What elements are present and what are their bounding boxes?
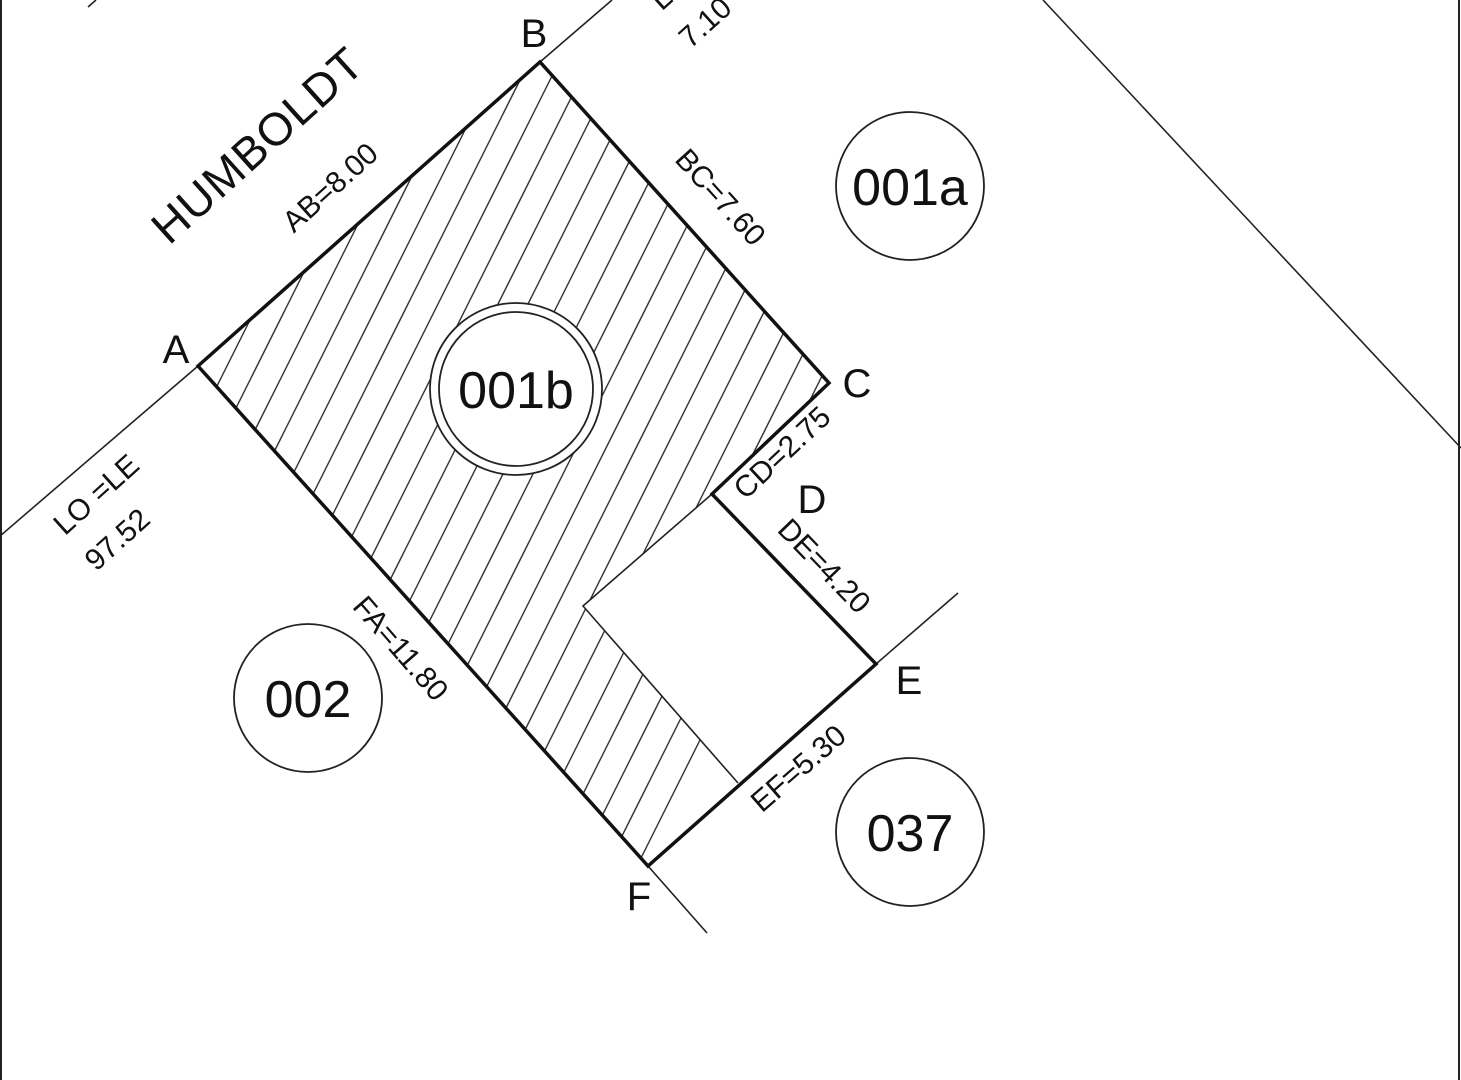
vertex-label-e: E (896, 659, 923, 703)
vertex-label-d: D (798, 478, 827, 522)
parcel-label-main: 001b (458, 362, 574, 420)
property-line-east-extension (875, 592, 959, 665)
street-name-label: HUMBOLDT (141, 37, 374, 254)
dimension-ab: AB=8.00 (277, 137, 385, 239)
hatch-line (198, 62, 381, 866)
parcel-boundary (195, 59, 879, 869)
vertex-label-a: A (163, 328, 190, 372)
vertex-label-c: C (843, 362, 872, 406)
property-line-south-extension (647, 865, 708, 934)
vertex-label-b: B (521, 12, 548, 56)
parcel-001a-circle (835, 111, 985, 261)
top-left-tick (87, 0, 97, 8)
street-line-southwest (0, 365, 199, 537)
parcel-label-south: 037 (867, 805, 954, 863)
hatch-line (299, 62, 801, 866)
street-line-northeast (539, 0, 613, 63)
hatch-line (359, 62, 829, 866)
hatch-line (198, 62, 351, 866)
vertex-label-f: F (627, 875, 651, 919)
top-partial-value: 7.10 (673, 0, 738, 55)
hatch-line (198, 62, 591, 866)
parcel-002-circle (233, 623, 383, 773)
parcel-label-west: 002 (265, 671, 352, 729)
top-partial-label: L (644, 0, 678, 17)
dimension-bc: BC=7.60 (668, 143, 771, 252)
inner-area-boundary (581, 493, 739, 784)
dimension-de: DE=4.20 (771, 513, 876, 621)
hatch-line (198, 62, 561, 866)
property-line-northeast (1042, 0, 1461, 449)
parcel-037-circle (835, 757, 985, 907)
parcel-001b-inner-circle (438, 311, 594, 467)
parcel-label-north: 001a (852, 159, 968, 217)
